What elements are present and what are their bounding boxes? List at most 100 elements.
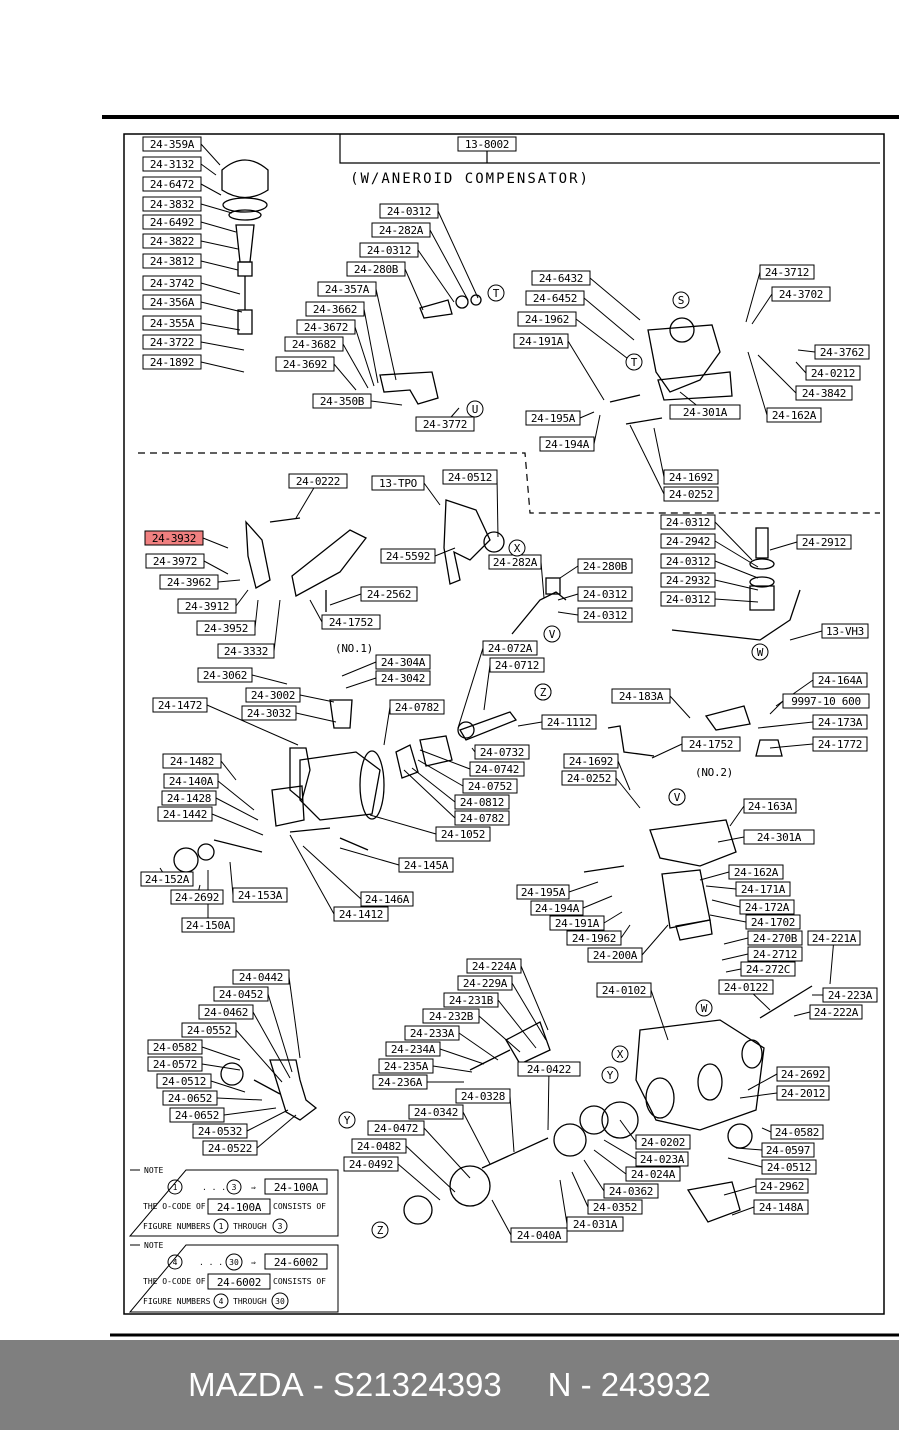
note-code: 24-6002 bbox=[217, 1276, 261, 1289]
part-drawing bbox=[609, 394, 641, 403]
svg-text:Z: Z bbox=[540, 686, 547, 699]
svg-text:24-145A: 24-145A bbox=[404, 859, 449, 872]
svg-text:24-224A: 24-224A bbox=[472, 960, 517, 973]
part-label: 24-0252 bbox=[561, 770, 617, 786]
svg-text:24-2712: 24-2712 bbox=[753, 948, 797, 961]
callout-marker: Z bbox=[371, 1221, 389, 1239]
part-drawing bbox=[727, 1123, 753, 1149]
part-label: 24-0442 bbox=[232, 969, 290, 985]
part-label: 24-6432 bbox=[531, 270, 591, 286]
svg-text:24-1428: 24-1428 bbox=[167, 792, 211, 805]
svg-text:24-171A: 24-171A bbox=[741, 883, 786, 896]
part-label: 24-233A bbox=[404, 1025, 460, 1041]
part-drawing bbox=[505, 1021, 551, 1065]
svg-text:24-3062: 24-3062 bbox=[203, 669, 247, 682]
svg-text:24-3682: 24-3682 bbox=[292, 338, 336, 351]
part-label: 24-072A bbox=[482, 640, 538, 656]
svg-text:24-3832: 24-3832 bbox=[150, 198, 194, 211]
part-label: 24-200A bbox=[587, 947, 643, 963]
part-label: 24-355A bbox=[142, 315, 202, 331]
note-text: CONSISTS OF bbox=[273, 1277, 326, 1286]
svg-text:24-3962: 24-3962 bbox=[167, 576, 211, 589]
callout-marker: Y bbox=[338, 1111, 356, 1129]
part-label: 24-191A bbox=[513, 333, 569, 349]
svg-text:Y: Y bbox=[607, 1069, 614, 1082]
svg-text:24-301A: 24-301A bbox=[683, 406, 728, 419]
svg-text:24-0597: 24-0597 bbox=[766, 1144, 810, 1157]
footer-brand: MAZDA bbox=[188, 1366, 304, 1403]
part-drawing bbox=[755, 739, 783, 757]
part-label: 24-3842 bbox=[795, 385, 853, 401]
svg-text:24-3742: 24-3742 bbox=[150, 277, 194, 290]
part-label: 24-3772 bbox=[415, 416, 475, 432]
part-label: 24-195A bbox=[516, 884, 570, 900]
part-label: 24-3662 bbox=[305, 301, 365, 317]
part-drawing bbox=[647, 324, 721, 393]
part-label: 24-1052 bbox=[435, 826, 491, 842]
svg-text:24-0712: 24-0712 bbox=[495, 659, 539, 672]
note-arrow: ⇒ bbox=[251, 1183, 256, 1192]
part-label: 24-280B bbox=[346, 261, 406, 277]
svg-text:X: X bbox=[617, 1048, 624, 1061]
svg-text:24-0812: 24-0812 bbox=[460, 796, 504, 809]
svg-text:24-0422: 24-0422 bbox=[527, 1063, 571, 1076]
part-labels: 24-359A24-313224-647224-383224-649224-38… bbox=[140, 136, 878, 1243]
svg-text:24-162A: 24-162A bbox=[772, 409, 817, 422]
part-label: 24-0752 bbox=[462, 778, 518, 794]
svg-text:24-231B: 24-231B bbox=[449, 994, 494, 1007]
svg-text:24-301A: 24-301A bbox=[757, 831, 802, 844]
svg-text:24-0582: 24-0582 bbox=[775, 1126, 819, 1139]
footer-part-number: S21324393 bbox=[332, 1366, 502, 1403]
svg-text:24-232B: 24-232B bbox=[429, 1010, 474, 1023]
part-drawing bbox=[443, 499, 491, 585]
part-label: 24-0532 bbox=[192, 1123, 248, 1139]
part-label: 24-2932 bbox=[660, 572, 716, 588]
part-label: 24-140A bbox=[163, 773, 219, 789]
footer-bar: MAZDA - S21324393 N - 243932 bbox=[0, 1340, 899, 1430]
svg-text:24-200A: 24-200A bbox=[593, 949, 638, 962]
part-label: 24-0482 bbox=[351, 1138, 407, 1154]
part-label: 24-0222 bbox=[288, 473, 348, 489]
svg-text:24-3002: 24-3002 bbox=[251, 689, 295, 702]
callout-marker: T bbox=[625, 353, 643, 371]
svg-text:24-3972: 24-3972 bbox=[153, 555, 197, 568]
svg-text:13-VH3: 13-VH3 bbox=[826, 625, 864, 638]
svg-text:9997-10 600: 9997-10 600 bbox=[791, 695, 861, 708]
svg-text:24-0352: 24-0352 bbox=[593, 1201, 637, 1214]
part-drawing bbox=[583, 865, 625, 873]
part-label: 24-2712 bbox=[747, 946, 803, 962]
part-label: 24-2962 bbox=[755, 1178, 809, 1194]
part-label: 24-0422 bbox=[517, 1061, 581, 1077]
part-drawing bbox=[749, 558, 775, 570]
note-1: NOTE 1 . . . 3 ⇒ 24-100A THE O-CODE OF 2… bbox=[128, 1166, 339, 1237]
part-label: 24-1962 bbox=[566, 930, 622, 946]
part-label: 24-164A bbox=[812, 672, 868, 688]
svg-text:V: V bbox=[549, 628, 556, 641]
svg-text:24-163A: 24-163A bbox=[748, 800, 793, 813]
part-label: 24-2692 bbox=[776, 1066, 830, 1082]
part-label: 24-2942 bbox=[660, 533, 716, 549]
svg-text:24-1702: 24-1702 bbox=[751, 916, 795, 929]
svg-text:24-1692: 24-1692 bbox=[669, 471, 713, 484]
part-label: 24-0252 bbox=[663, 486, 719, 502]
svg-text:24-0362: 24-0362 bbox=[609, 1185, 653, 1198]
svg-text:24-152A: 24-152A bbox=[145, 873, 190, 886]
part-label: 24-1772 bbox=[812, 736, 868, 752]
svg-text:24-2962: 24-2962 bbox=[760, 1180, 804, 1193]
part-label: 24-224A bbox=[466, 958, 522, 974]
svg-text:24-2942: 24-2942 bbox=[666, 535, 710, 548]
part-label: 24-0202 bbox=[635, 1134, 691, 1150]
part-label: 24-0212 bbox=[805, 365, 861, 381]
part-drawing bbox=[379, 371, 439, 405]
part-drawing bbox=[545, 577, 561, 595]
svg-text:24-229A: 24-229A bbox=[463, 977, 508, 990]
svg-text:24-282A: 24-282A bbox=[493, 556, 538, 569]
svg-text:24-223A: 24-223A bbox=[828, 989, 873, 1002]
svg-text:W: W bbox=[757, 646, 764, 659]
part-label: 24-2692 bbox=[170, 889, 224, 905]
part-label: 24-235A bbox=[378, 1058, 434, 1074]
svg-text:24-2692: 24-2692 bbox=[781, 1068, 825, 1081]
svg-text:24-233A: 24-233A bbox=[410, 1027, 455, 1040]
svg-text:24-0732: 24-0732 bbox=[480, 746, 524, 759]
svg-text:24-272C: 24-272C bbox=[746, 963, 790, 976]
